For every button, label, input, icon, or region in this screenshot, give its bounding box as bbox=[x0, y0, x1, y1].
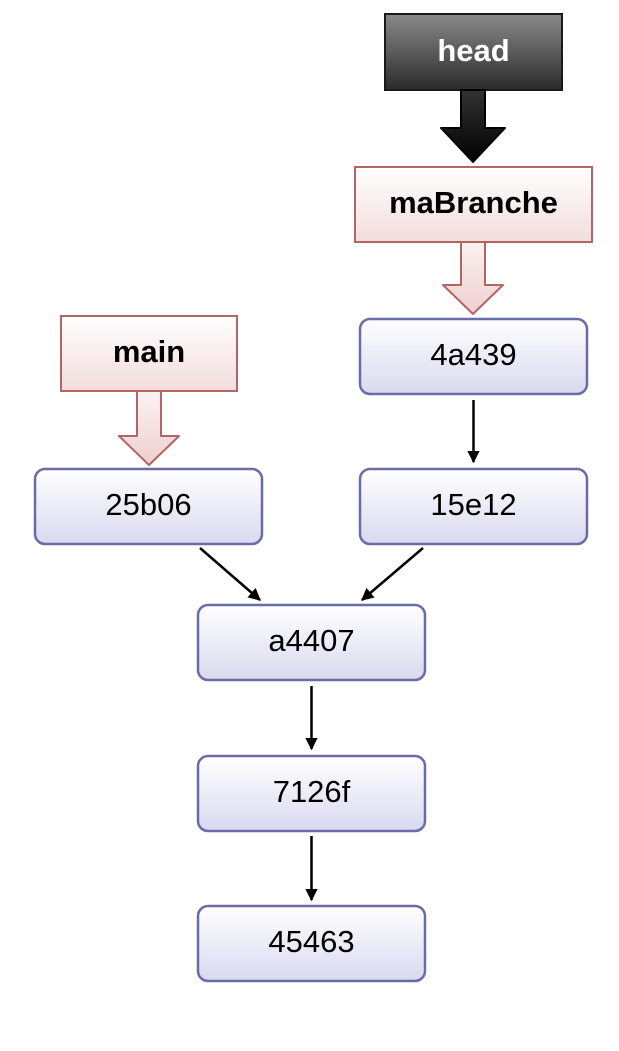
branch-mabranche: maBranche bbox=[354, 166, 593, 315]
head-pointer: head bbox=[384, 13, 563, 163]
head-label: head bbox=[437, 33, 509, 68]
commit-hash: 15e12 bbox=[430, 487, 516, 522]
commit-node: a4407 bbox=[196, 603, 427, 682]
commit-hash: 4a439 bbox=[430, 337, 516, 372]
commit-box bbox=[358, 467, 589, 546]
branch-main-box bbox=[60, 315, 238, 392]
head-arrow-icon bbox=[440, 89, 506, 163]
commit-hash: 45463 bbox=[268, 924, 354, 959]
branch-main-label: main bbox=[113, 334, 185, 369]
commit-box bbox=[358, 317, 589, 396]
commit-box bbox=[33, 467, 264, 546]
commit-box bbox=[196, 754, 427, 833]
commit-edges bbox=[199, 400, 480, 902]
branch-mabranche-label: maBranche bbox=[389, 185, 558, 220]
branch-mabranche-box bbox=[354, 166, 593, 243]
edge-15e12-a4407 bbox=[361, 547, 424, 601]
commit-box bbox=[196, 904, 427, 983]
commit-hash: 7126f bbox=[273, 774, 351, 809]
commit-node: 4a439 bbox=[358, 317, 589, 396]
head-box bbox=[384, 13, 563, 91]
commit-hash: a4407 bbox=[268, 623, 354, 658]
commit-box bbox=[196, 603, 427, 682]
commit-hash: 25b06 bbox=[105, 487, 191, 522]
commit-node: 15e12 bbox=[358, 467, 589, 546]
branch-mabranche-arrow-icon bbox=[442, 241, 504, 315]
commit-node: 25b06 bbox=[33, 467, 264, 546]
commit-node: 45463 bbox=[196, 904, 427, 983]
commit-node: 7126f bbox=[196, 754, 427, 833]
branch-main-arrow-icon bbox=[118, 390, 180, 466]
branch-main: main bbox=[60, 315, 238, 466]
edge-25b06-a4407 bbox=[199, 547, 261, 601]
